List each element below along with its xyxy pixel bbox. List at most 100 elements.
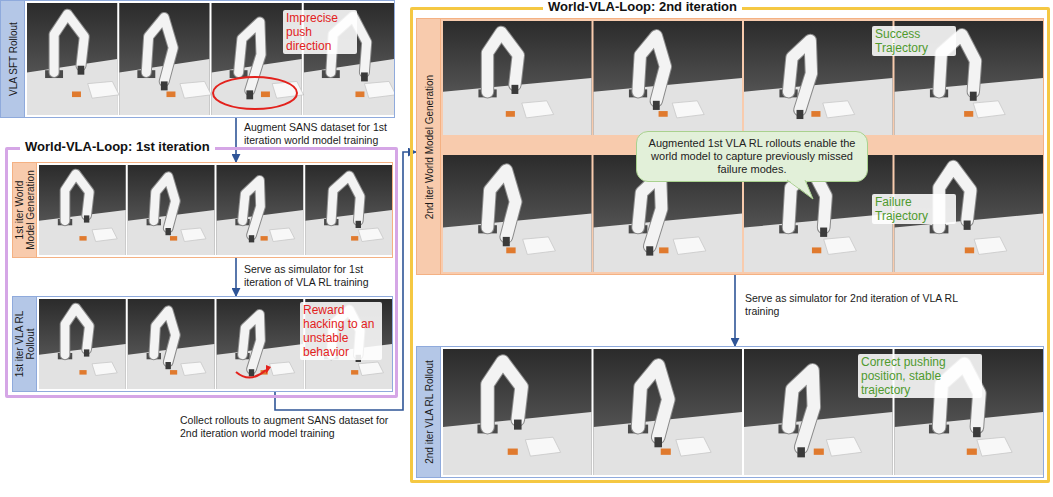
robot-gripper bbox=[503, 237, 510, 246]
annotation-text: Failure Trajectory bbox=[872, 194, 956, 224]
robot-arm-outline bbox=[638, 365, 668, 437]
world-model-panel: 2nd iter World Model GenerationSuccess T… bbox=[416, 18, 1044, 275]
orange-block bbox=[351, 236, 358, 241]
table-surface bbox=[744, 412, 893, 475]
robot-arm-outline bbox=[488, 32, 519, 91]
robot-gripper bbox=[246, 90, 253, 99]
flow-arrow bbox=[734, 275, 736, 346]
table-surface bbox=[443, 78, 592, 135]
annotation-text: Imprecise push direction bbox=[283, 10, 357, 54]
side-tab: 1st iter VLA RL Rollout bbox=[13, 297, 37, 391]
robot-gripper bbox=[654, 437, 662, 447]
photo-background bbox=[39, 165, 126, 255]
robot-arm-outline bbox=[789, 40, 812, 110]
robot-gripper bbox=[249, 369, 254, 376]
paper-sheet bbox=[180, 81, 211, 98]
robot-gripper bbox=[165, 362, 170, 369]
tab-label: VLA SFT Rollout bbox=[7, 5, 18, 113]
edge-label: Augment SANS dataset for 1st iteration w… bbox=[244, 121, 404, 147]
robot-arm-outline bbox=[488, 362, 522, 428]
rollout-panel: VLA SFT Rollout Imprecise push direction bbox=[0, 0, 395, 118]
paper-sheet bbox=[522, 101, 554, 118]
photo-background bbox=[594, 21, 743, 135]
rollout-panel: 2nd iter VLA RL Rollout Correct pushing p… bbox=[416, 346, 1044, 478]
table-surface bbox=[895, 412, 1044, 475]
tab-label: 2nd iter World Model Generation bbox=[423, 23, 434, 270]
robot-arm-outline bbox=[146, 18, 173, 82]
paper-sheet bbox=[181, 228, 206, 242]
robot-gripper bbox=[78, 66, 85, 75]
robot-arm-outline bbox=[331, 176, 360, 221]
robot-arm bbox=[789, 370, 814, 447]
robot-gripper bbox=[820, 228, 827, 237]
orange-block bbox=[170, 370, 177, 375]
rollout-panel: 1st iter VLA RL RolloutReward hacking to… bbox=[12, 296, 393, 392]
robot-gripper bbox=[84, 215, 89, 222]
paper-sheet bbox=[826, 437, 861, 456]
paper-sheet bbox=[88, 81, 119, 98]
robot-arm bbox=[488, 362, 522, 428]
photo-strip bbox=[37, 163, 392, 257]
photo-background bbox=[27, 3, 117, 115]
robot-gripper bbox=[514, 420, 522, 430]
orange-block bbox=[355, 91, 364, 97]
orange-block bbox=[661, 449, 671, 455]
robot-gripper bbox=[653, 101, 660, 110]
paper-sheet bbox=[181, 362, 206, 376]
robot-arm bbox=[54, 14, 84, 72]
robot-arm bbox=[65, 174, 89, 221]
highlight-ellipse bbox=[213, 77, 297, 109]
paper-sheet bbox=[977, 437, 1012, 456]
tab-label: 1st iter World Model Generation bbox=[14, 167, 36, 253]
side-tab: 2nd iter World Model Generation bbox=[417, 19, 441, 274]
robot-gripper bbox=[511, 85, 518, 94]
orange-block bbox=[811, 111, 820, 117]
robot-arm-outline bbox=[154, 311, 176, 362]
side-tab: 2nd iter VLA RL Rollout bbox=[417, 347, 441, 477]
robot-arm bbox=[331, 176, 360, 221]
paper-sheet bbox=[823, 101, 855, 118]
robot-gripper bbox=[964, 221, 971, 230]
motion-arrowhead bbox=[266, 365, 271, 374]
frame-title: World-VLA-Loop: 2nd iteration bbox=[543, 0, 742, 15]
callout-tail-fill bbox=[787, 179, 813, 199]
orange-block bbox=[967, 449, 977, 455]
photo-background bbox=[443, 155, 592, 272]
photo-background bbox=[128, 165, 215, 255]
robot-arm bbox=[638, 365, 668, 437]
callout-tail bbox=[787, 179, 817, 201]
paper-sheet bbox=[824, 237, 857, 255]
robot-arm-outline bbox=[54, 14, 84, 72]
robot-arm bbox=[243, 314, 261, 369]
paper-sheet bbox=[358, 362, 383, 376]
paper-sheet bbox=[973, 101, 1005, 118]
robot-gripper bbox=[84, 349, 89, 356]
photo-background bbox=[443, 349, 592, 475]
robot-arm bbox=[638, 36, 665, 101]
robot-gripper bbox=[973, 427, 981, 437]
robot-arm bbox=[146, 18, 173, 82]
robot-gripper bbox=[161, 81, 168, 90]
photo-background bbox=[594, 349, 743, 475]
annotation-text: Correct pushing position, stable traject… bbox=[858, 354, 982, 398]
orange-block bbox=[170, 236, 177, 241]
paper-sheet bbox=[92, 362, 117, 376]
robot-arm bbox=[154, 177, 176, 228]
flow-arrow bbox=[235, 258, 237, 296]
robot-arm-outline bbox=[65, 308, 89, 355]
robot-arm-outline bbox=[65, 174, 89, 221]
photo-background bbox=[744, 21, 893, 135]
robot-gripper bbox=[165, 228, 170, 235]
robot-arm-outline bbox=[154, 177, 176, 228]
table-surface bbox=[594, 78, 743, 135]
photo-background bbox=[305, 165, 392, 255]
robot-gripper bbox=[797, 110, 804, 119]
robot-gripper bbox=[361, 72, 368, 81]
orange-block bbox=[659, 111, 668, 117]
edge-label: Serve as simulator for 2nd iteration of … bbox=[745, 292, 965, 318]
iteration-frame: World-VLA-Loop: 2nd iteration2nd iter Wo… bbox=[410, 7, 1050, 483]
orange-block bbox=[261, 236, 268, 241]
robot-gripper bbox=[356, 221, 361, 228]
paper-sheet bbox=[270, 362, 295, 376]
